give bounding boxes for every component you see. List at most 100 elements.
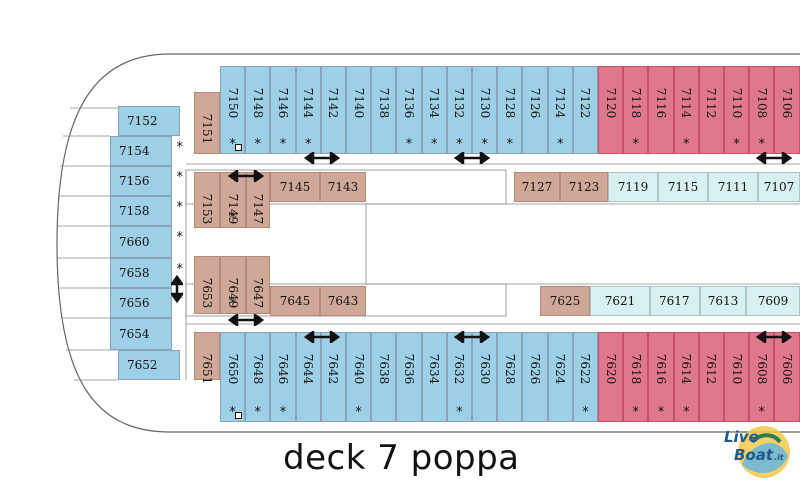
cabin-7116[interactable]: 7116 xyxy=(648,66,674,154)
cabin-7610[interactable]: 7610 xyxy=(724,332,750,422)
cabin-7644[interactable]: 7644 xyxy=(295,332,321,422)
cabin-7649[interactable]: 7649* xyxy=(220,256,246,314)
cabin-7150[interactable]: 7150* xyxy=(220,66,246,154)
cabin-7119[interactable]: 7119 xyxy=(608,172,658,202)
cabin-7621[interactable]: 7621 xyxy=(590,286,650,316)
cabin-7136[interactable]: 7136* xyxy=(396,66,422,154)
cabin-7650[interactable]: 7650* xyxy=(220,332,246,422)
cabin-7128[interactable]: 7128* xyxy=(497,66,523,154)
cabin-number: 7142 xyxy=(326,87,341,119)
cabin-7654[interactable]: 7654 xyxy=(110,318,172,350)
cabin-7106[interactable]: 7106 xyxy=(774,66,800,154)
cabin-7148[interactable]: 7148* xyxy=(245,66,271,154)
cabin-number: 7617 xyxy=(659,294,690,308)
cabin-7126[interactable]: 7126 xyxy=(522,66,548,154)
asterisk-marker: * xyxy=(355,405,362,420)
cabin-7653[interactable]: 7653 xyxy=(194,256,220,314)
cabin-7612[interactable]: 7612 xyxy=(698,332,724,422)
cabin-7132[interactable]: 7132* xyxy=(446,66,472,154)
cabin-7642[interactable]: 7642 xyxy=(320,332,346,422)
cabin-number: 7127 xyxy=(521,180,553,194)
cabin-7643[interactable]: 7643 xyxy=(320,286,366,316)
cabin-7140[interactable]: 7140 xyxy=(346,66,372,154)
asterisk-marker: * xyxy=(176,200,184,215)
cabin-7638[interactable]: 7638 xyxy=(371,332,397,422)
cabin-number: 7621 xyxy=(604,294,636,308)
cabin-7640[interactable]: 7640 * xyxy=(346,332,372,422)
cabin-7127[interactable]: 7127 xyxy=(514,172,560,202)
cabin-7158[interactable]: 7158* xyxy=(110,196,183,226)
cabin-number: 7644 xyxy=(301,353,316,385)
cabin-number: 7130 xyxy=(477,87,492,119)
cabin-7609[interactable]: 7609 xyxy=(746,286,800,316)
asterisk-marker: * xyxy=(279,137,287,152)
cabin-number: 7111 xyxy=(717,180,749,194)
asterisk-marker: * xyxy=(229,137,236,152)
cabin-7647[interactable]: 7647 xyxy=(246,256,270,314)
cabin-7624[interactable]: 7624 xyxy=(547,332,573,422)
cabin-7152[interactable]: 7152 xyxy=(118,106,180,136)
cabin-7652[interactable]: 7652 xyxy=(118,350,180,380)
cabin-number: 7634 xyxy=(427,353,442,385)
cabin-number: 7122 xyxy=(578,87,593,119)
cabin-7142[interactable]: 7142 xyxy=(320,66,346,154)
cabin-7115[interactable]: 7115 xyxy=(658,172,708,202)
cabin-7630[interactable]: 7630 xyxy=(472,332,498,422)
cabin-7628[interactable]: 7628 xyxy=(497,332,523,422)
cabin-7606[interactable]: 7606 xyxy=(774,332,800,422)
cabin-7625[interactable]: 7625 xyxy=(540,286,590,316)
cabin-7114[interactable]: 7114* xyxy=(673,66,699,154)
cabin-7145[interactable]: 7145 xyxy=(270,172,320,202)
cabin-7634[interactable]: 7634 xyxy=(421,332,447,422)
cabin-7616[interactable]: 7616* xyxy=(648,332,674,422)
cabin-7130[interactable]: 7130* xyxy=(472,66,498,154)
cabin-7156[interactable]: 7156* xyxy=(110,166,183,196)
cabin-number: 7124 xyxy=(553,87,568,119)
cabin-7122[interactable]: 7122 xyxy=(572,66,598,154)
cabin-7154[interactable]: 7154* xyxy=(110,136,183,166)
cabin-7617[interactable]: 7617* xyxy=(650,286,711,316)
asterisk-marker: * xyxy=(254,405,262,420)
cabin-7636[interactable]: 7636 xyxy=(396,332,422,422)
asterisk-marker: * xyxy=(632,405,640,420)
cabin-7107[interactable]: 7107 xyxy=(758,172,800,202)
cabin-7648[interactable]: 7648* xyxy=(245,332,271,422)
cabin-7632[interactable]: 7632* xyxy=(446,332,472,422)
cabin-7120[interactable]: 7120 xyxy=(598,66,624,154)
cabin-7651[interactable]: 7651 xyxy=(194,332,220,384)
cabin-7138[interactable]: 7138 xyxy=(371,66,397,154)
cabin-7112[interactable]: 7112 xyxy=(698,66,724,154)
cabin-7613[interactable]: 7613 xyxy=(700,286,746,316)
cabin-7123[interactable]: 7123 xyxy=(560,172,608,202)
passage-arrow-icon xyxy=(756,331,792,343)
cabin-7147[interactable]: 7147 xyxy=(246,172,270,228)
cabin-7108[interactable]: 7108* xyxy=(749,66,775,154)
cabin-7144[interactable]: 7144* xyxy=(295,66,321,154)
cabin-number: 7115 xyxy=(667,180,699,194)
cabin-7118[interactable]: 7118* xyxy=(623,66,649,154)
asterisk-marker: * xyxy=(176,140,184,155)
cabin-7622[interactable]: 7622* xyxy=(572,332,598,422)
cabin-7645[interactable]: 7645 xyxy=(270,286,320,316)
cabin-7608[interactable]: 7608* xyxy=(749,332,775,422)
cabin-7151[interactable]: 7151 xyxy=(194,92,220,154)
cabin-7111[interactable]: 7111 xyxy=(708,172,758,202)
cabin-7626[interactable]: 7626 xyxy=(522,332,548,422)
cabin-7153[interactable]: 7153 xyxy=(194,172,220,228)
cabin-7134[interactable]: 7134* xyxy=(421,66,447,154)
cabin-7110[interactable]: 7110* xyxy=(724,66,750,154)
cabin-number: 7626 xyxy=(527,353,542,385)
cabin-7660[interactable]: 7660* xyxy=(110,226,183,258)
cabin-7656[interactable]: 7656* xyxy=(110,288,183,318)
cabin-7618[interactable]: 7618* xyxy=(623,332,649,422)
cabin-7149[interactable]: 7149* xyxy=(220,172,246,228)
cabin-number: 7642 xyxy=(326,353,341,385)
cabin-7658[interactable]: 7658* xyxy=(110,258,183,288)
cabin-7614[interactable]: 7614* xyxy=(673,332,699,422)
cabin-number: 7640 xyxy=(351,353,366,385)
cabin-7620[interactable]: 7620 xyxy=(598,332,624,422)
cabin-7146[interactable]: 7146* xyxy=(270,66,296,154)
cabin-7124[interactable]: 7124* xyxy=(547,66,573,154)
cabin-7143[interactable]: 7143 xyxy=(320,172,366,202)
cabin-7646[interactable]: 7646* xyxy=(270,332,296,422)
